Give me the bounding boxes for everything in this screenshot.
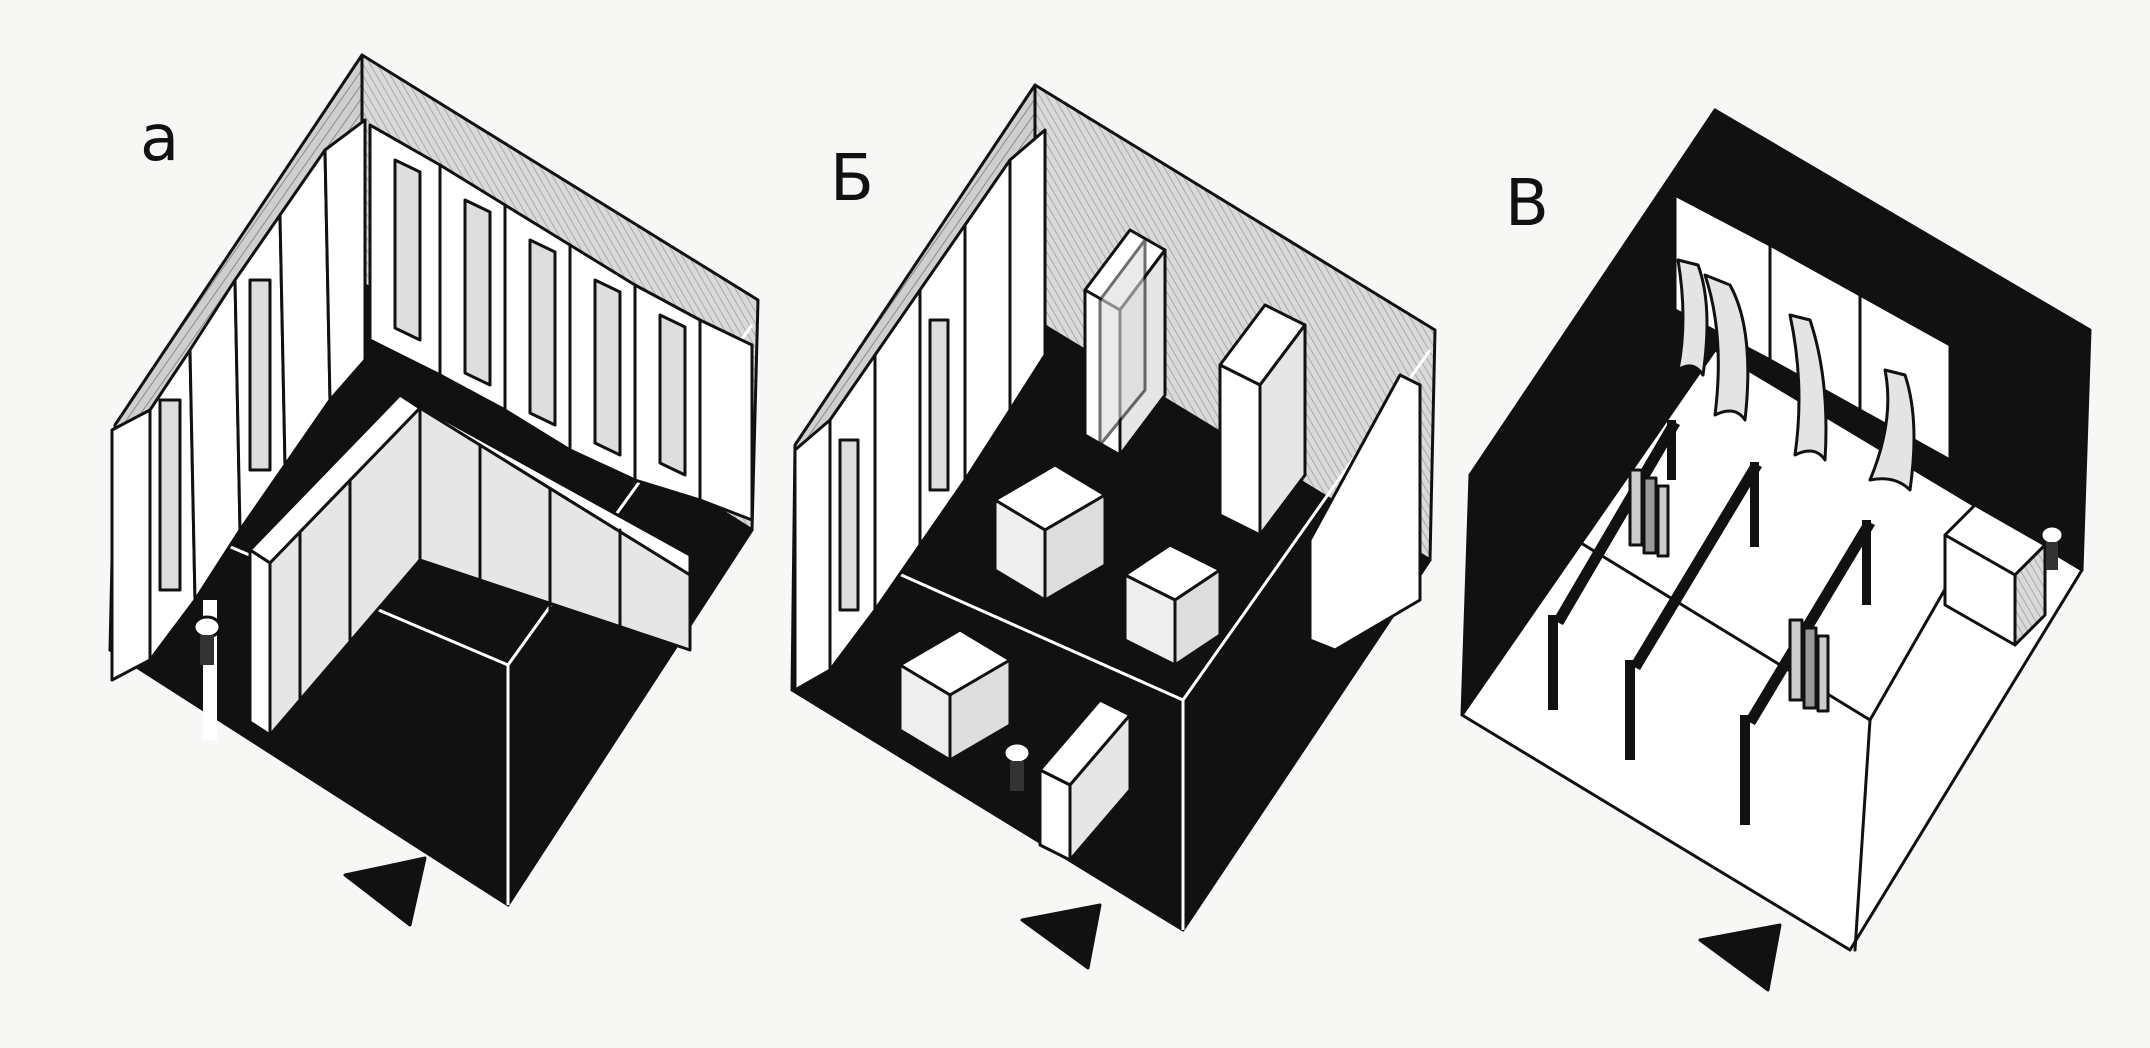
panel-b-display-cube [1123, 543, 1222, 667]
panel-b-right-shelf [1308, 373, 1422, 652]
panel-a-entry-arrow-icon [343, 856, 427, 927]
curtain-icon [1676, 258, 1709, 377]
panel-b: Б [790, 83, 1437, 970]
panel-b-tall-unit [1218, 303, 1307, 537]
panel-b-entry-arrow-icon [1020, 903, 1102, 970]
panel-b-stool [1002, 741, 1032, 765]
panel-a: а [108, 53, 760, 927]
panel-c-edge [1853, 718, 1872, 952]
panel-b-display-cube [993, 463, 1107, 602]
panel-b-stool-leg [1010, 761, 1024, 791]
panel-c-fitting-booths [1673, 193, 1952, 492]
panel-b-display-cube [898, 628, 1012, 762]
panel-b-label: Б [830, 142, 874, 216]
panel-c-label: В [1505, 167, 1549, 241]
panel-a-back-shelves [368, 123, 754, 522]
panel-c: В [1460, 108, 2092, 992]
panel-c-counter [1943, 503, 2047, 647]
panel-c-hanging-rail [1625, 462, 1762, 760]
panel-b-tall-unit [1083, 228, 1167, 457]
curtain-icon [1868, 368, 1916, 492]
panel-c-stool-leg [2046, 542, 2058, 570]
panel-c-garments [1628, 468, 1830, 713]
panel-c-entry-arrow-icon [1698, 923, 1782, 992]
panel-a-stool-leg [200, 635, 214, 665]
curtain-icon [1788, 313, 1828, 462]
panel-c-hanging-rail [1548, 420, 1680, 710]
panel-a-left-shelves [110, 118, 367, 682]
panel-b-counter [1038, 698, 1132, 862]
panel-a-label: а [140, 102, 179, 176]
panel-b-left-shelves [793, 128, 1047, 692]
curtain-icon [1703, 273, 1750, 422]
panel-a-stool [192, 615, 222, 639]
panel-c-hanging-rail [1740, 520, 1875, 825]
panel-c-stool [2039, 524, 2065, 546]
